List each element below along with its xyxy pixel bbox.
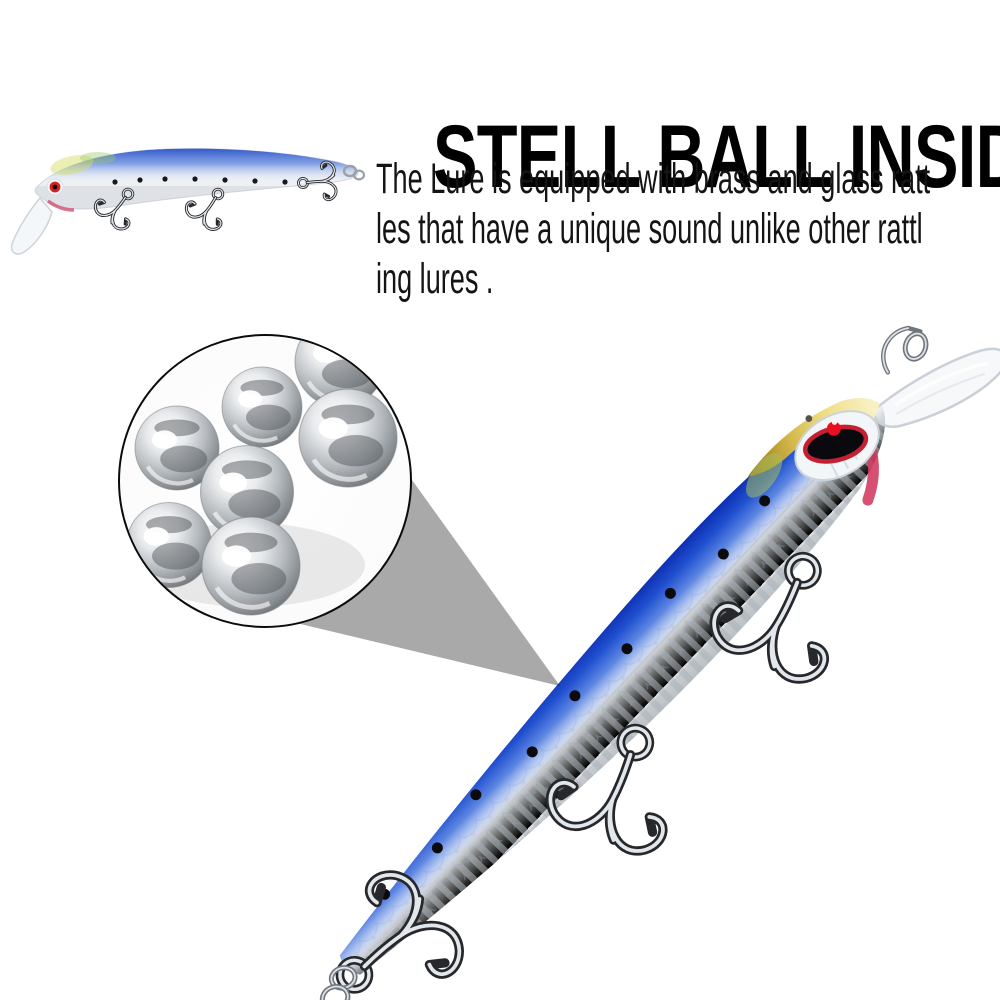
small-lure-gold-tint (50, 155, 94, 175)
large-lure-ridge-line (367, 415, 874, 956)
description-line: les that have a unique sound unlike othe… (376, 205, 923, 253)
small-lure-lip (10, 196, 53, 255)
steel-balls (127, 317, 398, 615)
head-green-blend (746, 453, 783, 498)
steel-ball (299, 389, 397, 487)
small-lure-eye-pupil (52, 184, 58, 190)
large-lure-belly-ribs (347, 411, 921, 1000)
small-lure-green-tint (80, 152, 116, 164)
line-tie-hardware (881, 325, 929, 375)
head-screw-pin (805, 415, 813, 422)
headline: STELL BALL INSIDE (433, 105, 1000, 206)
steel-ball (202, 517, 300, 615)
tail-split-ring (321, 985, 349, 1000)
description-line: ing lures . (376, 255, 494, 303)
description: The Lure is equipped with brass and glas… (376, 154, 930, 304)
callout-wedge (292, 466, 560, 686)
small-lure-tail-ring (352, 169, 366, 181)
description-line: The Lure is equipped with brass and glas… (376, 155, 931, 203)
small-lure-gill (46, 199, 75, 212)
lip-highlight (895, 372, 986, 415)
steel-ball (127, 503, 212, 588)
large-lure-eye (794, 410, 880, 481)
magnifier-circle-inset (118, 317, 412, 628)
small-lure-belly-shade (35, 186, 359, 209)
small-lure-illustration (10, 148, 366, 255)
large-lure-belly-shade (369, 432, 921, 1000)
lip-highlight (894, 361, 989, 407)
steel-ball (222, 367, 302, 447)
large-lure-blue-back (309, 428, 835, 980)
small-lure-dots (112, 176, 288, 185)
